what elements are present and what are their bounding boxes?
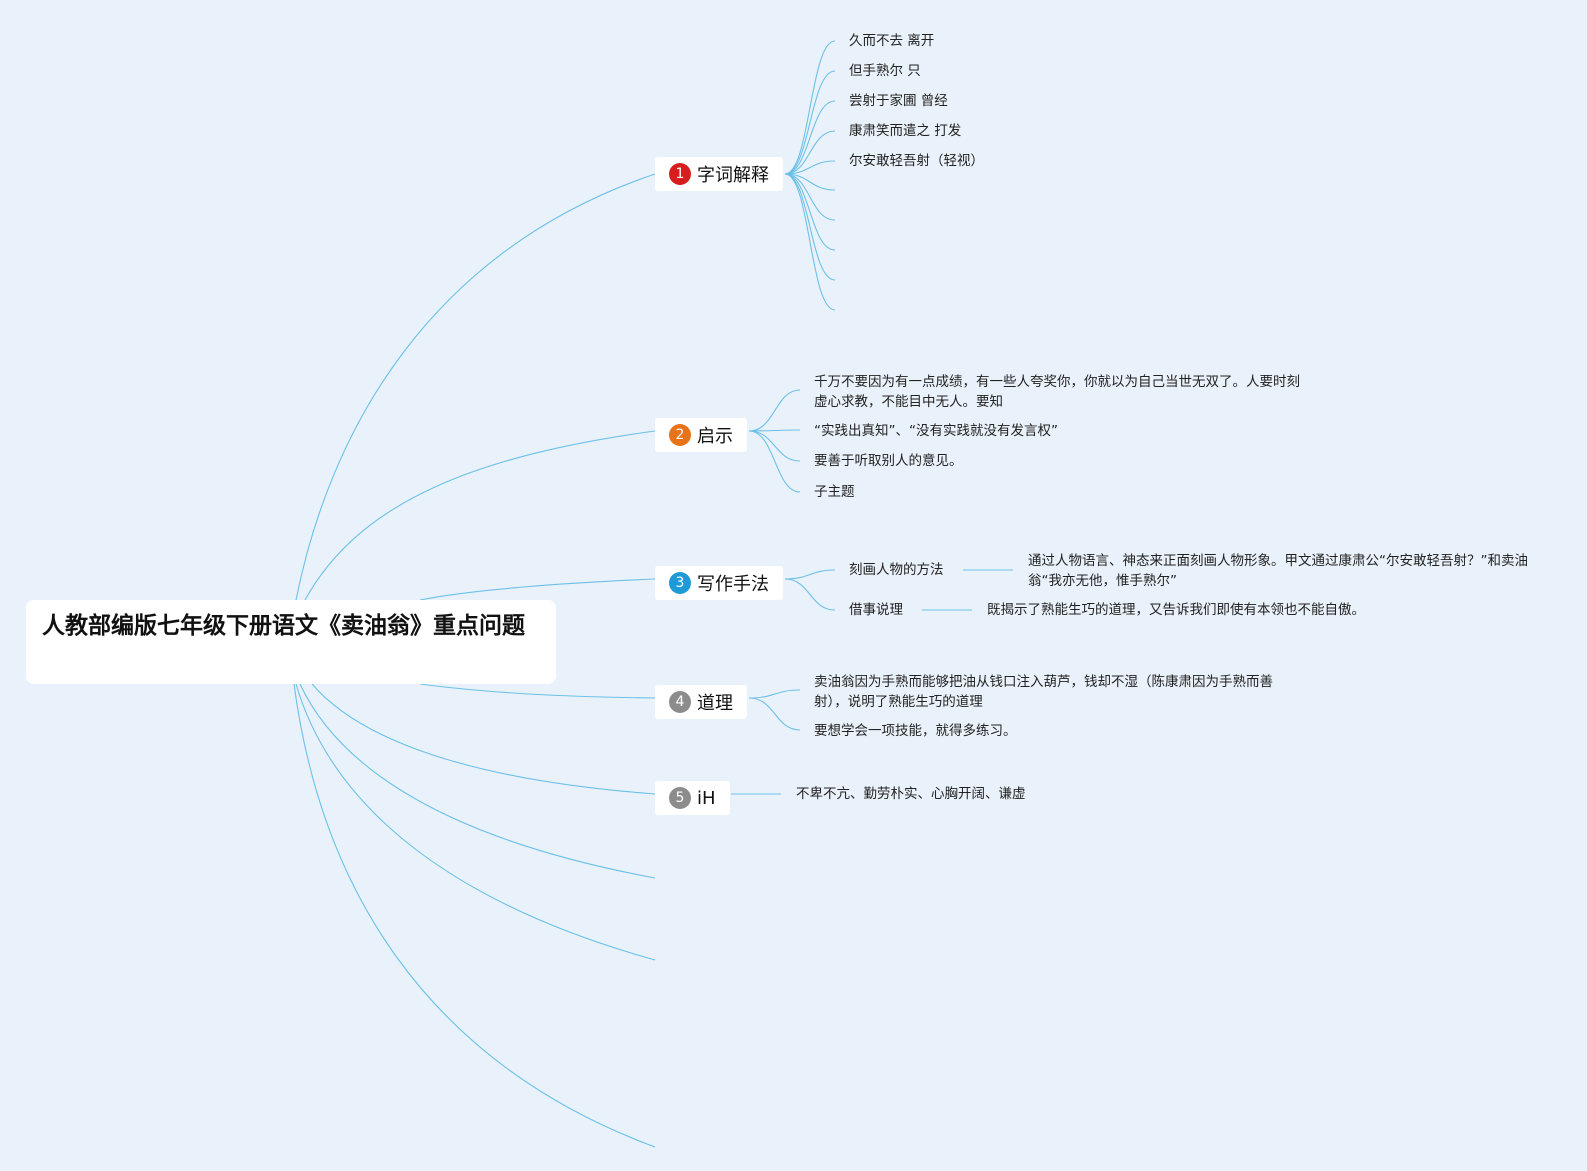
topic-word-explanation[interactable]: 1 字词解释: [655, 157, 783, 191]
priority-marker-3-icon: 3: [669, 572, 691, 594]
priority-marker-2-icon: 2: [669, 424, 691, 446]
link-t1-e5: [784, 173, 836, 311]
link-root-empty-2: [295, 683, 656, 961]
link-t1-c1: [784, 40, 836, 175]
root-topic-title: 人教部编版七年级下册语文《卖油翁》重点问题: [42, 613, 525, 639]
topic-label: iH: [697, 787, 716, 809]
link-t2-c1: [748, 389, 801, 432]
link-t1-c5: [784, 160, 836, 175]
topic-inspiration[interactable]: 2 启示: [655, 418, 747, 452]
link-root-empty-1: [299, 683, 656, 879]
link-t4-c2: [748, 697, 801, 731]
topic-label: 道理: [697, 693, 733, 714]
link-t1-e3: [784, 173, 836, 251]
link-t2-c3: [748, 430, 801, 462]
subtopic-2-4[interactable]: 子主题: [814, 484, 855, 500]
subtopic-1-3[interactable]: 尝射于家圃 曾经: [849, 93, 948, 109]
topic-label: 字词解释: [697, 165, 769, 186]
priority-marker-1-icon: 1: [669, 163, 691, 185]
subtopic-5-1[interactable]: 不卑不亢、勤劳朴实、心胸开阔、谦虚: [796, 786, 1026, 802]
subtopic-2-3[interactable]: 要善于听取别人的意见。: [814, 453, 963, 469]
link-t3-c1: [784, 569, 836, 580]
link-root-topic-5: [311, 683, 656, 795]
link-t1-c4: [784, 130, 836, 175]
subtopic-1-2[interactable]: 但手熟尔 只: [849, 63, 921, 79]
link-t1-e2: [784, 173, 836, 221]
link-root-topic-3: [419, 578, 656, 601]
link-root-topic-4: [419, 683, 656, 699]
link-t4-c1: [748, 689, 801, 699]
link-t3-c2: [784, 578, 836, 611]
link-t1-c3: [784, 100, 836, 175]
link-t1-c2: [784, 70, 836, 175]
link-t2-c4: [748, 430, 801, 493]
subtopic-1-4[interactable]: 康肃笑而遣之 打发: [849, 123, 962, 139]
link-t2-c2: [748, 429, 801, 432]
topic-writing-technique[interactable]: 3 写作手法: [655, 566, 783, 600]
subtopic-1-5[interactable]: 尔安敢轻吾射（轻视）: [849, 153, 984, 169]
priority-marker-4-icon: 4: [669, 691, 691, 713]
subtopic-2-1[interactable]: 千万不要因为有一点成绩，有一些人夸奖你，你就以为自己当世无双了。人要时刻虚心求教…: [814, 374, 1300, 410]
subtopic-3-2[interactable]: 借事说理: [849, 602, 903, 618]
subtopic-2-2[interactable]: “实践出真知”、“没有实践就没有发言权”: [814, 423, 1058, 439]
root-topic[interactable]: 人教部编版七年级下册语文《卖油翁》重点问题: [26, 600, 556, 684]
subtopic-1-1[interactable]: 久而不去 离开: [849, 33, 935, 49]
subtopic-4-1[interactable]: 卖油翁因为手熟而能够把油从钱口注入葫芦，钱却不湿（陈康肃因为手熟而善射），说明了…: [814, 674, 1273, 710]
subtopic-3-1-detail[interactable]: 通过人物语言、神态来正面刻画人物形象。甲文通过康肃公“尔安敢轻吾射？”和卖油翁“…: [1028, 553, 1528, 589]
subtopic-3-2-detail[interactable]: 既揭示了熟能生巧的道理，又告诉我们即使有本领也不能自傲。: [987, 602, 1365, 618]
link-root-topic-2: [304, 430, 656, 601]
topic-principle[interactable]: 4 道理: [655, 685, 747, 719]
link-root-topic-1: [295, 173, 656, 601]
link-root-empty-3: [293, 683, 656, 1148]
topic-label: 启示: [697, 426, 733, 447]
subtopic-3-1[interactable]: 刻画人物的方法: [849, 562, 944, 578]
subtopic-4-2[interactable]: 要想学会一项技能，就得多练习。: [814, 723, 1017, 739]
priority-marker-5-icon: 5: [669, 787, 691, 809]
topic-ih[interactable]: 5 iH: [655, 781, 730, 815]
topic-label: 写作手法: [697, 574, 769, 595]
link-t1-e1: [784, 173, 836, 191]
